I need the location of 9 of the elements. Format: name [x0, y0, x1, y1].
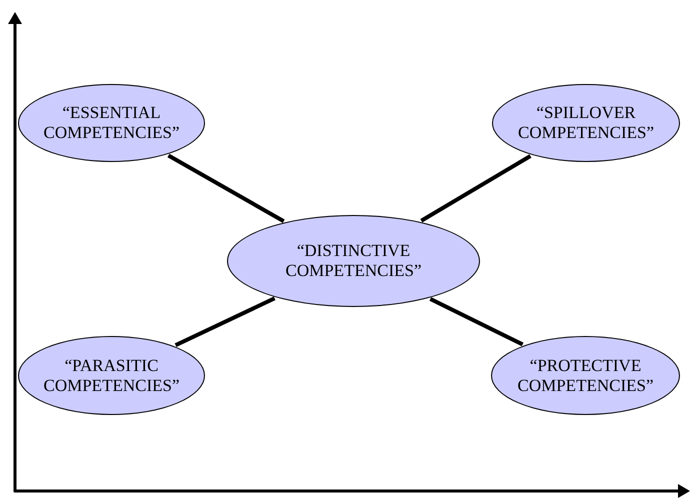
connector-line	[167, 154, 285, 223]
connector-line	[174, 296, 276, 347]
node-label: “DISTINCTIVE COMPETENCIES”	[284, 241, 422, 281]
node-label: “ESSENTIAL COMPETENCIES”	[43, 103, 180, 143]
connector-line	[420, 154, 532, 222]
node-label: “PARASITIC COMPETENCIES”	[43, 356, 180, 396]
connector-line	[429, 297, 524, 346]
node-label: “SPILLOVER COMPETENCIES”	[517, 103, 655, 143]
node-label: “PROTECTIVE COMPETENCIES”	[516, 356, 654, 396]
